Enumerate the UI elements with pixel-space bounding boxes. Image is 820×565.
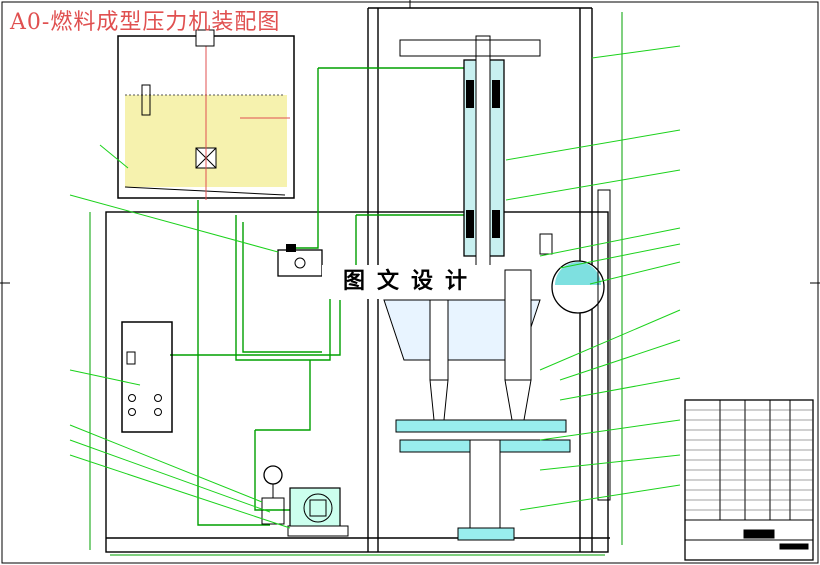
drawing-title: A0-燃料成型压力机装配图 (10, 10, 281, 35)
title-block (684, 399, 814, 561)
dimension-lines (89, 12, 623, 556)
valve-block (277, 244, 323, 277)
leader-lines (69, 45, 681, 529)
molding-dies (383, 269, 571, 541)
fuel-hopper (117, 29, 295, 200)
control-cabinet (121, 321, 173, 433)
pipe-network (170, 67, 470, 526)
watermark-label: 图文设计 (322, 265, 500, 299)
hydraulic-cylinder (399, 35, 541, 267)
motor-pump (261, 465, 349, 537)
